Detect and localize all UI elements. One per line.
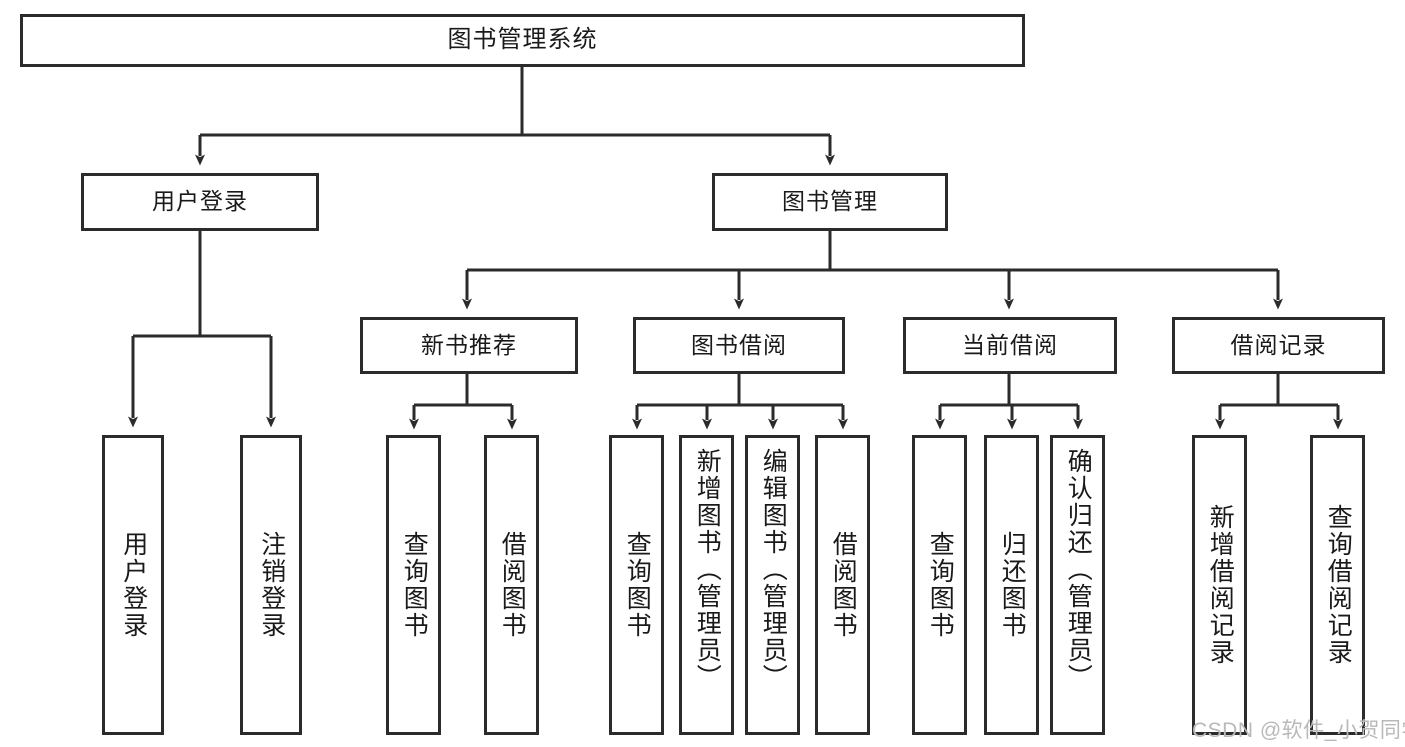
node-leaf-confirm-return[interactable]: 确认归还（管理员） [1050,435,1105,735]
node-leaf-add-book-label: 新增图书（管理员） [693,448,722,691]
node-leaf-edit-book[interactable]: 编辑图书（管理员） [745,435,800,735]
node-borrow-record-label: 借阅记录 [1230,331,1327,358]
node-new-book-rec-label: 新书推荐 [421,331,517,358]
node-current-borrow[interactable]: 当前借阅 [903,317,1117,374]
node-leaf-query-book-2-label: 查询图书 [623,531,652,639]
node-leaf-user-login[interactable]: 用户登录 [102,435,164,735]
node-user-login[interactable]: 用户登录 [81,173,319,231]
node-book-borrow[interactable]: 图书借阅 [633,317,845,374]
node-leaf-query-book-1[interactable]: 查询图书 [386,435,441,735]
node-leaf-query-book-3-label: 查询图书 [926,531,955,639]
node-leaf-query-record[interactable]: 查询借阅记录 [1310,435,1365,735]
node-leaf-borrow-book-1-label: 借阅图书 [498,531,527,639]
node-borrow-record[interactable]: 借阅记录 [1172,317,1385,374]
node-current-borrow-label: 当前借阅 [962,331,1058,358]
node-leaf-add-record[interactable]: 新增借阅记录 [1192,435,1247,735]
node-leaf-edit-book-label: 编辑图书（管理员） [759,448,788,691]
node-leaf-add-record-label: 新增借阅记录 [1206,504,1235,666]
node-leaf-borrow-book-2-label: 借阅图书 [829,531,858,639]
node-root-label: 图书管理系统 [447,26,598,54]
node-book-manage-label: 图书管理 [782,188,878,215]
node-leaf-logout-login-label: 注销登录 [257,531,286,639]
node-leaf-borrow-book-1[interactable]: 借阅图书 [484,435,539,735]
node-leaf-borrow-book-2[interactable]: 借阅图书 [815,435,870,735]
node-new-book-rec[interactable]: 新书推荐 [360,317,578,374]
node-leaf-logout-login[interactable]: 注销登录 [240,435,302,735]
node-leaf-query-book-3[interactable]: 查询图书 [912,435,967,735]
node-book-manage[interactable]: 图书管理 [712,173,948,231]
node-leaf-user-login-label: 用户登录 [119,531,148,639]
node-leaf-query-record-label: 查询借阅记录 [1324,504,1353,666]
node-leaf-add-book[interactable]: 新增图书（管理员） [679,435,734,735]
node-leaf-return-book[interactable]: 归还图书 [984,435,1039,735]
watermark-text: CSDN @软件_小贺同学 [1192,719,1405,742]
node-leaf-query-book-1-label: 查询图书 [400,531,429,639]
node-user-login-label: 用户登录 [152,188,248,215]
node-root[interactable]: 图书管理系统 [20,14,1025,67]
node-leaf-query-book-2[interactable]: 查询图书 [609,435,664,735]
node-leaf-return-book-label: 归还图书 [998,531,1027,639]
node-book-borrow-label: 图书借阅 [691,331,787,358]
node-leaf-confirm-return-label: 确认归还（管理员） [1064,448,1093,691]
